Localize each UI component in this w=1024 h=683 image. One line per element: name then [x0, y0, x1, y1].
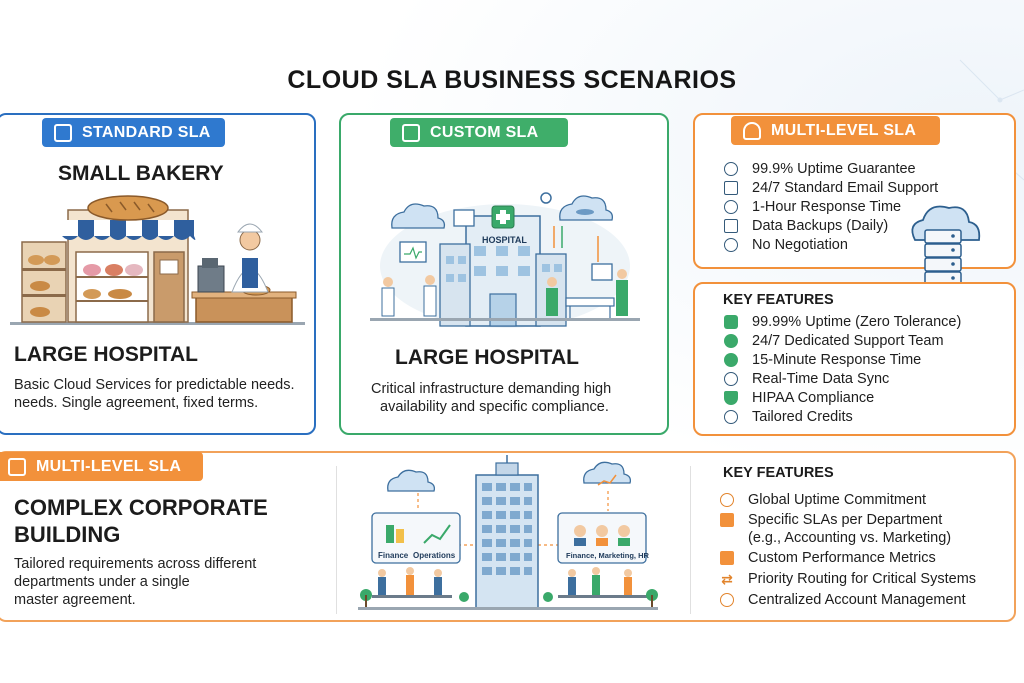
corporate-sla-badge-label: MULTI-LEVEL SLA: [36, 457, 182, 475]
custom-key-features-title: KEY FEATURES: [723, 292, 834, 308]
departments-label: Finance, Marketing, HR: [566, 551, 649, 560]
list-item: Custom Performance Metrics: [720, 547, 976, 568]
metrics-icon: [720, 550, 734, 565]
backup-icon: [724, 218, 738, 233]
calendar-icon: [724, 180, 738, 195]
list-item: 1-Hour Response Time: [724, 197, 938, 216]
clock-icon: [724, 161, 738, 176]
account-icon: [720, 592, 734, 607]
custom-heading: LARGE HOSPITAL: [395, 346, 579, 369]
list-item-text: 24/7 Standard Email Support: [752, 179, 939, 196]
list-item: 24/7 Standard Email Support: [724, 178, 938, 197]
corporate-description-line-1: Tailored requirements across different: [14, 556, 257, 572]
corporate-key-features-title: KEY FEATURES: [723, 465, 834, 481]
corporate-description-line-3: master agreement.: [14, 592, 136, 608]
list-item: Global Uptime Commitment: [720, 489, 976, 510]
custom-sla-badge-label: CUSTOM SLA: [430, 123, 539, 141]
list-item-subtext: (e.g., Accounting vs. Marketing): [748, 530, 952, 546]
divider: [690, 466, 691, 614]
multilevel-sla-badge: MULTI-LEVEL SLA: [731, 116, 941, 145]
sync-icon: [724, 371, 738, 386]
standard-heading: SMALL BAKERY: [58, 162, 224, 185]
list-item-text: Global Uptime Commitment: [748, 491, 927, 508]
list-item-text: Real-Time Data Sync: [752, 370, 890, 387]
standard-description-line-1: Basic Cloud Services for predictable nee…: [14, 377, 295, 393]
list-item: 99.9% Uptime Guarantee: [724, 159, 938, 178]
finance-label: Finance: [378, 551, 409, 560]
divider: [336, 466, 337, 614]
multilevel-feature-list: 99.9% Uptime Guarantee 24/7 Standard Ema…: [724, 159, 938, 254]
list-item: (e.g., Accounting vs. Marketing): [720, 529, 976, 547]
list-item: No Negotiation: [724, 235, 938, 254]
list-item: Centralized Account Management: [720, 589, 976, 610]
list-item: Specific SLAs per Department: [720, 510, 976, 529]
list-item: Tailored Credits: [724, 407, 961, 426]
list-item-text: 15-Minute Response Time: [752, 351, 922, 368]
custom-description-line-2: availability and specific compliance.: [380, 399, 609, 415]
corporate-feature-list: Global Uptime Commitment Specific SLAs p…: [720, 489, 976, 610]
corporate-building-illustration: [358, 455, 658, 610]
list-item-text: 24/7 Dedicated Support Team: [752, 332, 944, 349]
list-item-text: 1-Hour Response Time: [752, 198, 902, 215]
custom-key-features-card: [693, 282, 1016, 436]
credits-icon: [724, 409, 738, 424]
list-item: HIPAA Compliance: [724, 388, 961, 407]
list-item-text: Tailored Credits: [752, 408, 853, 425]
cloud-network-icon: [743, 121, 761, 140]
hospital-sign: HOSPITAL: [482, 235, 527, 245]
building-icon: [402, 123, 420, 142]
shield-icon: [724, 390, 738, 405]
list-item: ⇄ Priority Routing for Critical Systems: [720, 568, 976, 589]
standard-sla-badge-label: STANDARD SLA: [82, 123, 211, 141]
list-item-text: HIPAA Compliance: [752, 389, 875, 406]
headset-icon: [724, 199, 738, 214]
globe-icon: [720, 492, 734, 507]
office-building-icon: [8, 457, 26, 476]
list-item: Data Backups (Daily): [724, 216, 938, 235]
timer-icon: [724, 352, 738, 367]
list-item: 15-Minute Response Time: [724, 350, 961, 369]
bakery-illustration: [10, 195, 305, 325]
server-check-icon: [54, 123, 72, 142]
list-item: 24/7 Dedicated Support Team: [724, 331, 961, 350]
list-item: Real-Time Data Sync: [724, 369, 961, 388]
list-item-text: Specific SLAs per Department: [748, 511, 943, 528]
operations-label: Operations: [413, 551, 456, 560]
list-item-text: Centralized Account Management: [748, 591, 966, 608]
bar-chart-icon: [724, 314, 738, 329]
multilevel-sla-badge-label: MULTI-LEVEL SLA: [771, 121, 917, 139]
corporate-heading-line-2: BUILDING: [14, 522, 121, 547]
corporate-sla-badge: MULTI-LEVEL SLA: [0, 452, 204, 481]
support-team-icon: [724, 333, 738, 348]
list-item: 99.99% Uptime (Zero Tolerance): [724, 312, 961, 331]
custom-feature-list: 99.99% Uptime (Zero Tolerance) 24/7 Dedi…: [724, 312, 961, 426]
custom-description-line-1: Critical infrastructure demanding high: [371, 381, 612, 397]
standard-description-line-2: needs. Single agreement, fixed terms.: [14, 395, 259, 411]
page-title: CLOUD SLA BUSINESS SCENARIOS: [287, 66, 737, 94]
corporate-description-line-2: departments under a single: [14, 574, 190, 590]
list-item-text: No Negotiation: [752, 236, 848, 253]
routing-icon: ⇄: [721, 570, 733, 587]
departments-icon: [720, 512, 734, 527]
cloud-server-icon: [911, 205, 981, 297]
hospital-illustration: [370, 192, 640, 328]
list-item-text: 99.99% Uptime (Zero Tolerance): [752, 313, 962, 330]
list-item-text: Priority Routing for Critical Systems: [748, 570, 977, 587]
custom-sla-badge: CUSTOM SLA: [390, 118, 569, 147]
list-item-text: 99.9% Uptime Guarantee: [752, 160, 916, 177]
list-item-text: Data Backups (Daily): [752, 217, 889, 234]
corporate-heading-line-1: COMPLEX CORPORATE: [14, 495, 268, 520]
cloud-icon: [724, 237, 738, 252]
list-item-text: Custom Performance Metrics: [748, 549, 936, 566]
standard-sla-badge: STANDARD SLA: [42, 118, 225, 147]
standard-subheading: LARGE HOSPITAL: [14, 343, 198, 366]
